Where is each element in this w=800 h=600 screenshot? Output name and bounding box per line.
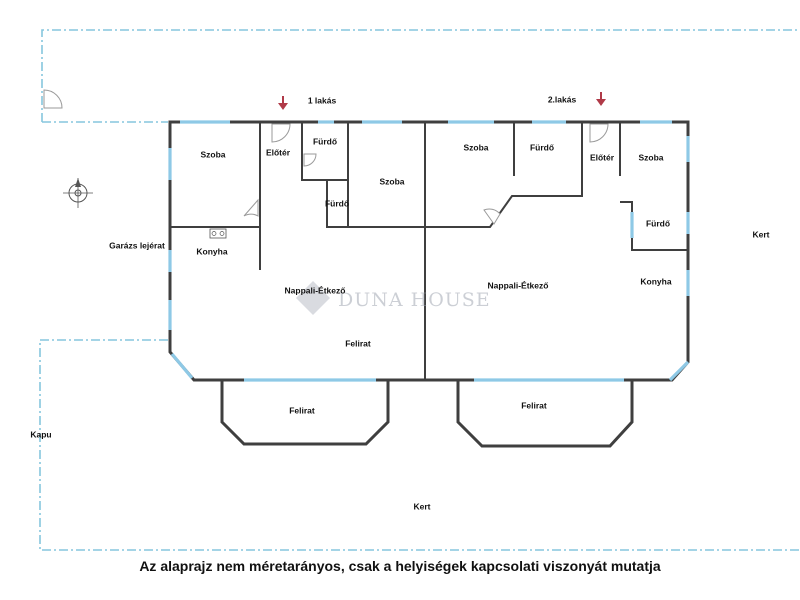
- door-swing-icon: [271, 123, 291, 143]
- area-label: Kert: [752, 229, 769, 239]
- room-label: Fürdő: [646, 218, 670, 228]
- room-label: Felirat: [289, 405, 315, 415]
- room-label: Fürdő: [325, 198, 349, 208]
- area-label: Garázs lejérat: [109, 240, 165, 250]
- svg-text:DUNA HOUSE: DUNA HOUSE: [338, 289, 491, 311]
- room-label: Szoba: [379, 176, 404, 186]
- interior-walls: [170, 122, 688, 380]
- room-labels: 1 lakás 2.lakás Szoba Előtér Fürdő Fürdő…: [30, 94, 769, 511]
- entry-arrow-icon: [596, 92, 606, 106]
- door-swing-icon: [43, 89, 63, 109]
- door-swing-icon: [483, 208, 501, 225]
- apartment-1-label: 1 lakás: [308, 95, 337, 105]
- room-label: Előtér: [266, 147, 291, 157]
- room-label: Fürdő: [530, 142, 554, 152]
- room-label: Szoba: [638, 152, 663, 162]
- door-swing-icon: [303, 153, 317, 167]
- room-label: Konyha: [640, 276, 671, 286]
- stove-icon: [209, 228, 227, 239]
- door-swings: [243, 123, 609, 225]
- compass-icon: [63, 178, 93, 208]
- room-label: Szoba: [200, 149, 225, 159]
- area-label: Kapu: [30, 429, 51, 439]
- plan-disclaimer-caption: Az alaprajz nem méretarányos, csak a hel…: [139, 558, 661, 574]
- room-label: Nappali-Étkező: [285, 285, 346, 295]
- entry-arrow-icon: [278, 96, 288, 110]
- apartment-2-label: 2.lakás: [548, 94, 577, 104]
- door-swing-icon: [243, 198, 259, 217]
- exterior-walls: [168, 120, 690, 448]
- room-label: Fürdő: [313, 136, 337, 146]
- room-label: Szoba: [463, 142, 488, 152]
- windows: [168, 120, 690, 382]
- floor-plan: DUNA HOUSE 1 lakás 2.lakás Szoba Előtér …: [30, 29, 800, 551]
- room-label: Előtér: [590, 152, 615, 162]
- area-label: Kert: [413, 501, 430, 511]
- room-label: Konyha: [196, 246, 227, 256]
- fence-lines: [39, 29, 800, 551]
- room-label: Felirat: [521, 400, 547, 410]
- duna-house-watermark: DUNA HOUSE: [296, 281, 491, 315]
- door-swing-icon: [589, 123, 609, 143]
- room-label: Nappali-Étkező: [488, 280, 549, 290]
- room-label: Felirat: [345, 338, 371, 348]
